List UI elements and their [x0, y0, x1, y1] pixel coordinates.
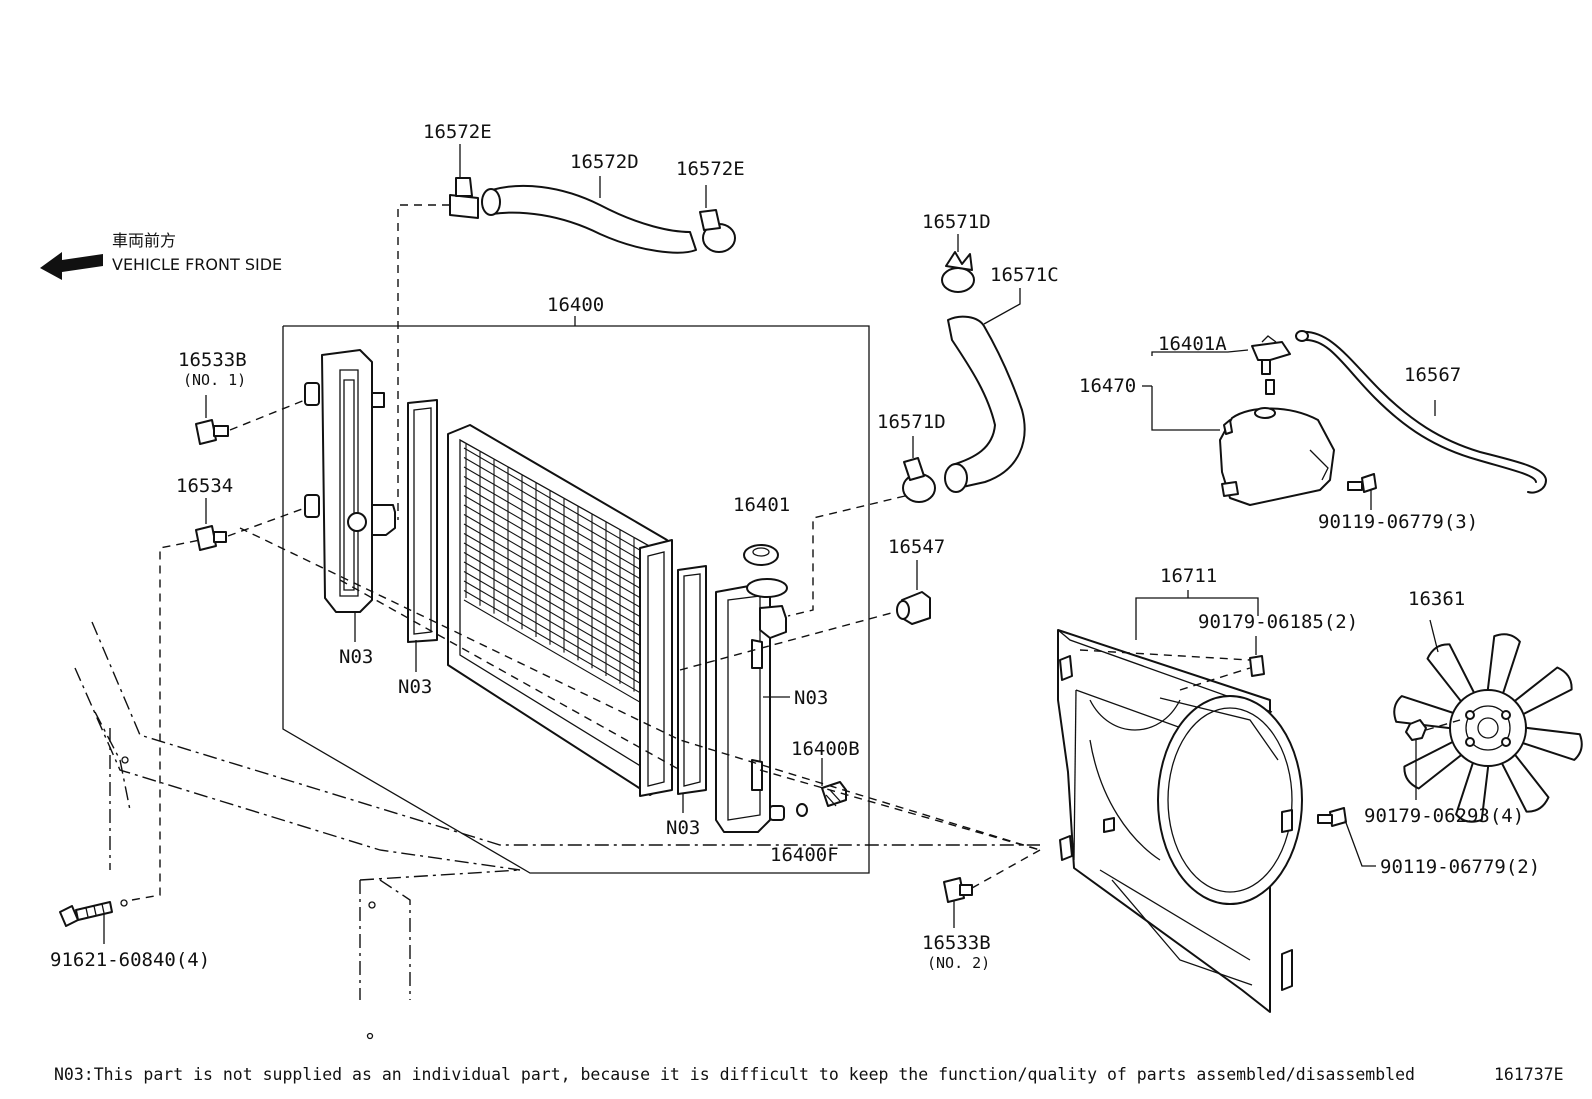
label-90179-06293: 90179-06293(4)	[1364, 805, 1524, 827]
bolt-91621-60840: 91621-60840(4)	[50, 539, 210, 971]
label-16533B-no2: 16533B	[922, 932, 991, 954]
label-16401: 16401	[733, 494, 790, 516]
vehicle-front-indicator: 車両前方 VEHICLE FRONT SIDE	[40, 231, 282, 280]
right-gasket	[677, 565, 707, 795]
reservoir-cap-16401a	[1251, 341, 1291, 361]
label-n03-right-tank: N03	[794, 687, 828, 709]
fan-blade	[1403, 739, 1466, 790]
fan-blade	[1486, 633, 1521, 698]
label-16571D-lower: 16571D	[877, 411, 946, 433]
left-gasket	[407, 399, 438, 643]
label-16400B: 16400B	[791, 738, 860, 760]
bolt-90119-06779-3	[1347, 473, 1377, 510]
label-16547: 16547	[888, 536, 945, 558]
o-ring	[796, 803, 808, 817]
part-16547: 16547	[888, 536, 945, 625]
label-90119-06779-3: 90119-06779(3)	[1318, 511, 1478, 533]
left-tank	[304, 349, 396, 613]
radiator-core	[447, 424, 673, 797]
bolt-16533b-no1: 16533B (NO. 1)	[178, 349, 306, 445]
label-n03-left-gasket: N03	[398, 676, 432, 698]
label-90179-06185: 90179-06185(2)	[1198, 611, 1358, 633]
label-90119-06779-2: 90119-06779(2)	[1380, 856, 1540, 878]
footer-note: N03:This part is not supplied as an indi…	[54, 1065, 1415, 1084]
body-panel-outline	[74, 621, 1040, 1040]
label-16401A: 16401A	[1158, 333, 1227, 355]
reservoir-group: 16401A 16470 16567 90119-06779(3)	[1079, 330, 1547, 533]
clip-90179-06185	[1249, 636, 1265, 677]
right-tank	[715, 578, 788, 833]
radiator-assembly-16400: 16400	[282, 294, 870, 874]
fan-blade	[1393, 695, 1458, 730]
nut-90179-06293	[1405, 719, 1461, 800]
arrow-left-icon	[40, 252, 103, 280]
label-16571D-top: 16571D	[922, 211, 991, 233]
label-n03-right-gasket: N03	[666, 817, 700, 839]
label-16533B-no1-note: (NO. 1)	[183, 371, 246, 389]
overflow-hose-16567	[1301, 330, 1547, 494]
label-16571C: 16571C	[990, 264, 1059, 286]
fan-16361: 16361 90179-06293(4)	[1364, 588, 1583, 827]
hose-clamp-16572e-top	[449, 177, 479, 219]
label-16470: 16470	[1079, 375, 1136, 397]
label-16361: 16361	[1408, 588, 1465, 610]
label-16533B-no2-note: (NO. 2)	[927, 954, 990, 972]
bolt-16534: 16534	[176, 475, 1041, 851]
fan-blade	[1426, 643, 1477, 706]
fan-blade	[1499, 750, 1550, 813]
bolt-90119-06779-2	[1317, 807, 1376, 867]
label-16567: 16567	[1404, 364, 1461, 386]
reservoir-tank	[1219, 407, 1335, 506]
label-16533B-no1: 16533B	[178, 349, 247, 371]
hose-clamp-16572e-right	[699, 209, 736, 253]
label-16400F: 16400F	[770, 844, 839, 866]
label-16400: 16400	[547, 294, 604, 316]
fan-blade	[1455, 758, 1490, 823]
label-16572E-top: 16572E	[423, 121, 492, 143]
label-16534: 16534	[176, 475, 233, 497]
fan-shroud-16711: 16711 90179-06185(2) 90119-06779(2)	[1057, 565, 1540, 1013]
fan-blade	[1510, 666, 1573, 717]
fan-blade	[1518, 726, 1583, 761]
hose-clamp-16571d-top	[941, 251, 975, 293]
radiator-cap	[743, 544, 779, 566]
label-16572E-right: 16572E	[676, 158, 745, 180]
direction-label-en: VEHICLE FRONT SIDE	[112, 255, 282, 274]
bolt-16533b-no2: 16533B (NO. 2)	[922, 849, 1041, 972]
label-91621-60840: 91621-60840(4)	[50, 949, 210, 971]
label-16711: 16711	[1160, 565, 1217, 587]
label-16572D: 16572D	[570, 151, 639, 173]
upper-hose-group: 16572E 16572D 16572E	[397, 121, 745, 520]
lower-hose-group: 16571D 16571C 16571D	[787, 211, 1059, 617]
direction-label-jp: 車両前方	[112, 231, 176, 250]
label-n03-left-tank: N03	[339, 646, 373, 668]
diagram-id: 161737E	[1494, 1065, 1564, 1084]
hose-clamp-16571d-lower	[902, 457, 936, 503]
